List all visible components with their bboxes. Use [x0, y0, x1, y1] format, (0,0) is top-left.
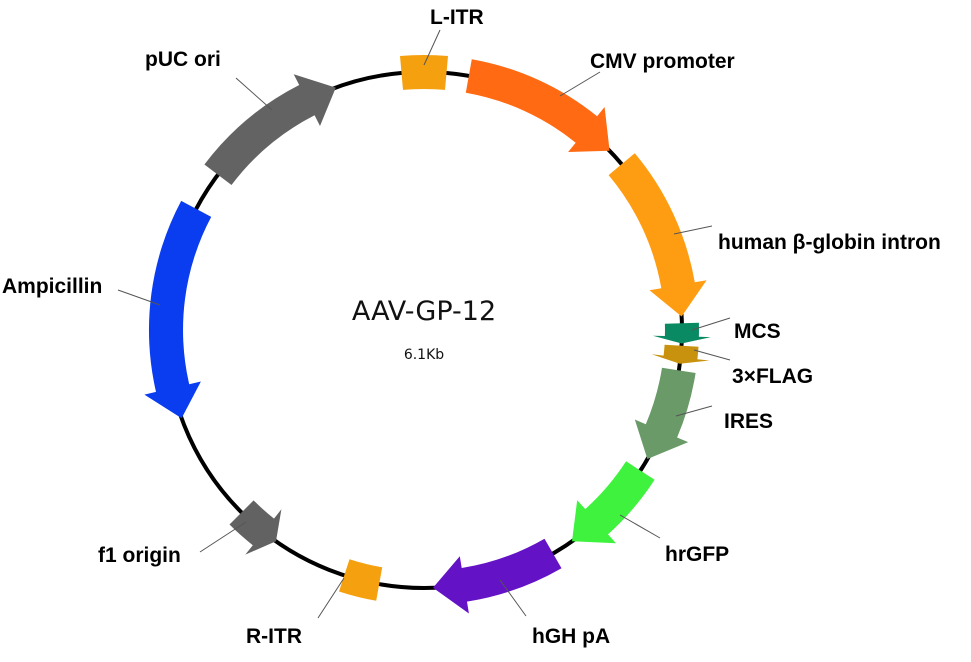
feature-beta-globin-intron — [608, 153, 707, 317]
leader-l-itr — [423, 29, 441, 66]
leader-flag — [693, 349, 731, 361]
plasmid-size: 6.1Kb — [404, 347, 444, 363]
leader-hrgfp — [619, 514, 661, 539]
label-puc-ori: pUC ori — [145, 48, 221, 71]
leader-hgh — [499, 579, 527, 617]
leader-ires — [675, 405, 713, 417]
feature-3xflag — [651, 344, 710, 364]
label-ires: IRES — [724, 410, 773, 433]
label-r-itr: R-ITR — [246, 625, 302, 648]
leader-intron — [673, 225, 713, 235]
feature-puc-ori — [204, 74, 336, 185]
label-hgh-pa: hGH pA — [532, 625, 610, 648]
feature-ires — [634, 367, 696, 459]
label-ampicillin: Ampicillin — [2, 275, 102, 298]
leader-cmv — [559, 71, 601, 97]
label-cmv-promoter: CMV promoter — [590, 50, 735, 73]
plasmid-name: AAV-GP-12 — [352, 296, 496, 327]
feature-hrgfp — [572, 461, 655, 544]
feature-r-itr — [339, 559, 383, 601]
label-l-itr: L-ITR — [430, 6, 484, 29]
leader-r-itr — [317, 577, 345, 619]
label-mcs: MCS — [734, 320, 781, 343]
label-3xflag: 3×FLAG — [732, 365, 813, 388]
label-f1-origin: f1 origin — [98, 544, 181, 567]
feature-mcs — [652, 322, 711, 344]
leader-mcs — [691, 317, 731, 331]
feature-l-itr — [400, 54, 448, 90]
leader-f1 — [199, 521, 247, 553]
feature-cmv-promoter — [465, 59, 610, 153]
feature-f1-origin — [229, 500, 282, 555]
feature-hgh-pa — [433, 538, 562, 614]
leader-puc — [235, 77, 273, 111]
label-hrgfp: hrGFP — [665, 543, 729, 566]
leader-amp — [117, 289, 161, 306]
label-beta-globin-intron: human β-globin intron — [718, 231, 941, 254]
feature-ampicillin — [144, 200, 212, 419]
